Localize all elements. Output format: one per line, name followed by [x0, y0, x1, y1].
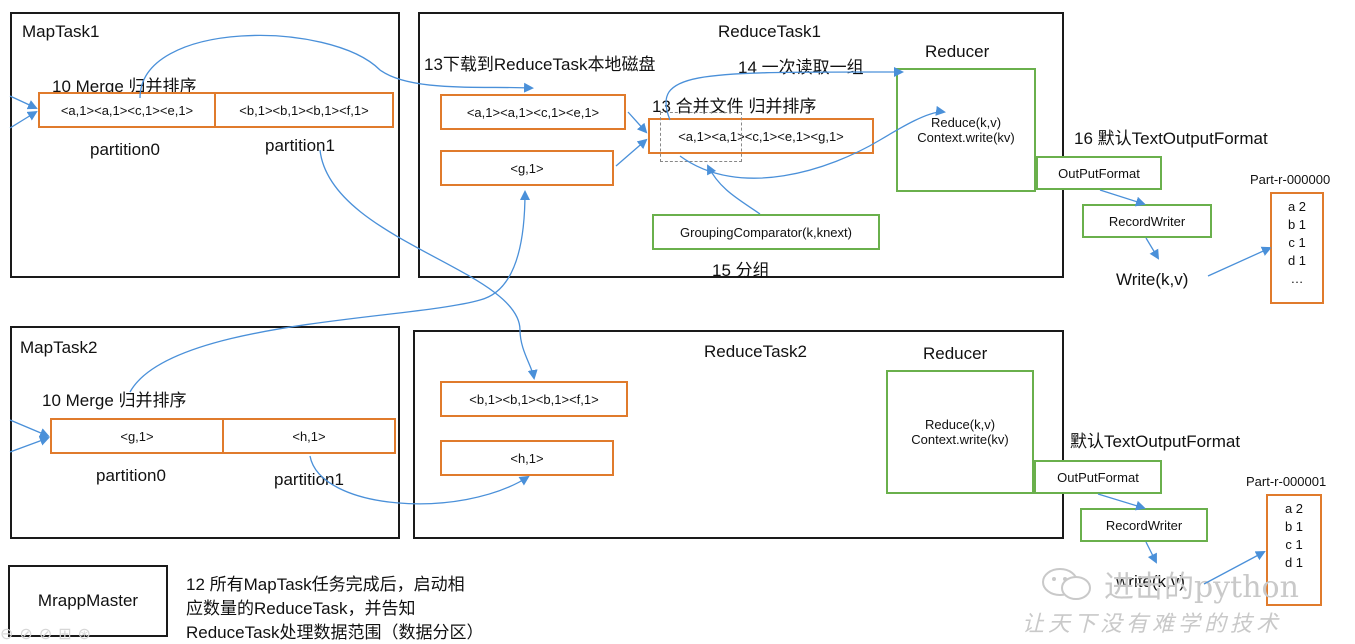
- arrow-recordwriter2-to-write2: [1145, 541, 1157, 564]
- watermark-slogan: 让天下没有难学的技术: [1022, 612, 1283, 637]
- output1-line: c 1: [1288, 235, 1306, 250]
- output2-outputformat-box: OutPutFormat: [1034, 460, 1162, 494]
- reducetask1-reducer-box: Reduce(k,v) Context.write(kv): [896, 68, 1036, 192]
- reducetask2-reducer-title: Reducer: [923, 344, 988, 363]
- maptask1-partition0-label: partition0: [90, 140, 160, 159]
- wechat-icon: [1040, 566, 1096, 602]
- mrappmaster-box: MrappMaster: [8, 565, 168, 637]
- reducetask2-reducer-box: Reduce(k,v) Context.write(kv): [886, 370, 1034, 494]
- output1-line: …: [1290, 271, 1304, 286]
- output1-line: d 1: [1287, 253, 1307, 268]
- output1-file-name: Part-r-000000: [1250, 172, 1331, 187]
- maptask2-merge-label: 10 Merge 归并排序: [42, 391, 187, 410]
- reducetask2-buffer-b: <b,1><b,1><b,1><f,1>: [440, 381, 628, 417]
- arrow-outputformat2-to-recordwriter2: [1097, 493, 1146, 511]
- output1-write-label: Write(k,v): [1116, 270, 1189, 289]
- reducetask1-reducer-title: Reducer: [925, 42, 990, 61]
- maptask1-partition1-cell: <b,1><b,1><b,1><f,1>: [239, 102, 369, 118]
- watermark-account: 进击的python: [1104, 570, 1299, 605]
- reducetask2-buffer-h: <h,1>: [440, 440, 614, 476]
- arrow-write1-to-file1: [1207, 246, 1272, 277]
- maptask2-partition1-label: partition1: [274, 470, 344, 489]
- output2-file-name: Part-r-000001: [1246, 474, 1327, 489]
- output1-file-box: a 2 b 1 c 1 d 1 …: [1270, 192, 1324, 304]
- reducetask1-group-label: 15 分组: [712, 261, 770, 280]
- reducetask1-grouping-comparator: GroupingComparator(k,knext): [652, 214, 880, 250]
- output2-file-box: a 2 b 1 c 1 d 1: [1266, 494, 1322, 606]
- footer-toolbar-icons: ⊖⊘⊘⊞⊛: [0, 626, 98, 643]
- arrow-outputformat1-to-recordwriter1: [1099, 189, 1146, 207]
- arrow-recordwriter1-to-write1: [1145, 237, 1160, 260]
- maptask2-title: MapTask2: [20, 338, 98, 357]
- output1-line: b 1: [1287, 217, 1307, 232]
- maptask1-title: MapTask1: [22, 22, 100, 41]
- reducetask2-reduce-call: Reduce(k,v): [924, 417, 996, 432]
- output2-line: a 2: [1284, 501, 1304, 516]
- maptask2-partition1-cell: <h,1>: [292, 428, 326, 444]
- output2-recordwriter-box: RecordWriter: [1080, 508, 1208, 542]
- reducetask1-download-label: 13下载到ReduceTask本地磁盘: [424, 55, 656, 74]
- reducetask1-context-write: Context.write(kv): [917, 130, 1015, 145]
- mrappmaster-note-line2: 应数量的ReduceTask，并告知: [186, 599, 416, 618]
- reducetask2-title: ReduceTask2: [704, 342, 808, 361]
- output1-outputformat-box: OutPutFormat: [1036, 156, 1162, 190]
- mrappmaster-note-line1: 12 所有MapTask任务完成后，启动相: [186, 575, 465, 594]
- reducetask1-group-selection: [660, 112, 742, 162]
- maptask1-partition0-cell: <a,1><a,1><c,1><e,1>: [40, 94, 216, 126]
- output2-write-label: write(k,v): [1116, 572, 1185, 591]
- output2-line: b 1: [1284, 519, 1304, 534]
- maptask2-partition0-cell: <g,1>: [52, 420, 224, 452]
- output2-line: c 1: [1285, 537, 1303, 552]
- maptask1-partition1-label: partition1: [265, 136, 335, 155]
- maptask1-panel: [10, 12, 400, 278]
- output2-format-label: 默认TextOutputFormat: [1070, 432, 1241, 451]
- mrappmaster-label: MrappMaster: [37, 591, 139, 610]
- maptask1-partition-bar: <a,1><a,1><c,1><e,1> <b,1><b,1><b,1><f,1…: [38, 92, 394, 128]
- output2-line: d 1: [1284, 555, 1304, 570]
- reducetask1-read-label: 14 一次读取一组: [738, 58, 864, 77]
- reducetask1-reduce-call: Reduce(k,v): [930, 115, 1002, 130]
- reducetask1-title: ReduceTask1: [718, 22, 822, 41]
- maptask2-partition-bar: <g,1> <h,1>: [50, 418, 396, 454]
- reducetask2-context-write: Context.write(kv): [911, 432, 1009, 447]
- reducetask1-buffer-g: <g,1>: [440, 150, 614, 186]
- output1-recordwriter-box: RecordWriter: [1082, 204, 1212, 238]
- maptask2-partition0-label: partition0: [96, 466, 166, 485]
- mrappmaster-note-line3: ReduceTask处理数据范围（数据分区）: [186, 623, 484, 642]
- reducetask1-buffer-a: <a,1><a,1><c,1><e,1>: [440, 94, 626, 130]
- output1-line: a 2: [1287, 199, 1307, 214]
- output1-format-label: 16 默认TextOutputFormat: [1074, 129, 1268, 148]
